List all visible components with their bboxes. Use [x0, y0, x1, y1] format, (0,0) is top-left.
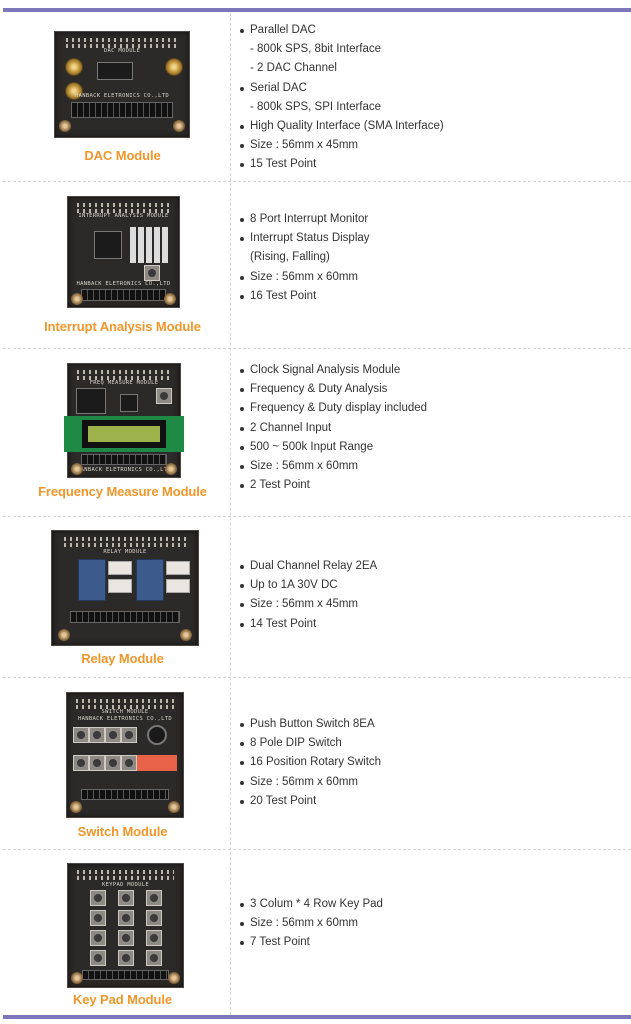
spec-item: 2 Test Point [239, 476, 427, 495]
spec-item: Size : 56mm x 60mm [239, 914, 383, 933]
module-row-interrupt-analysis: INTERRUPT ANALYSIS MODULE HANBACK ELETRO… [0, 182, 631, 348]
module-row-key-pad: KEYPAD MODULE Key Pad Module 3 Colum * 4… [0, 850, 631, 1015]
spec-item: Parallel DAC [239, 21, 444, 40]
module-title: Frequency Measure Module [38, 484, 207, 499]
spec-item: 15 Test Point [239, 155, 444, 174]
module-specs-cell: 8 Port Interrupt Monitor Interrupt Statu… [231, 182, 631, 348]
interrupt-analysis-module-board-image: INTERRUPT ANALYSIS MODULE HANBACK ELETRO… [67, 196, 180, 308]
key-pad-module-board-image: KEYPAD MODULE [67, 863, 184, 988]
spec-item: Clock Signal Analysis Module [239, 361, 427, 380]
module-specs-cell: Push Button Switch 8EA 8 Pole DIP Switch… [231, 678, 631, 849]
bottom-rule [3, 1015, 631, 1019]
spec-item: 2 Channel Input [239, 419, 427, 438]
spec-list: 3 Colum * 4 Row Key Pad Size : 56mm x 60… [239, 895, 383, 953]
row-divider [3, 181, 631, 182]
module-row-dac: DAC MODULE HANBACK ELETRONICS CO.,LTD DA… [0, 13, 631, 181]
spec-item: Frequency & Duty display included [239, 399, 427, 418]
module-specs-cell: Clock Signal Analysis Module Frequency &… [231, 349, 631, 516]
module-image-cell: KEYPAD MODULE Key Pad Module [0, 850, 230, 1015]
module-image-cell: SWITCH MODULE HANBACK ELETRONICS CO.,LTD… [0, 678, 230, 849]
module-image-cell: FREQ MEASURE MODULE HANBACK ELETRONICS C… [0, 349, 230, 516]
spec-item: Frequency & Duty Analysis [239, 380, 427, 399]
dac-module-board-image: DAC MODULE HANBACK ELETRONICS CO.,LTD [54, 31, 190, 138]
module-image-cell: RELAY MODULE Relay Module [0, 517, 230, 677]
relay-module-board-image: RELAY MODULE [51, 530, 199, 646]
module-row-switch: SWITCH MODULE HANBACK ELETRONICS CO.,LTD… [0, 678, 631, 849]
module-specs-cell: 3 Colum * 4 Row Key Pad Size : 56mm x 60… [231, 850, 631, 1015]
spec-item: 3 Colum * 4 Row Key Pad [239, 895, 383, 914]
spec-list: Dual Channel Relay 2EA Up to 1A 30V DC S… [239, 557, 377, 634]
spec-subitem: - 800k SPS, 8bit Interface [250, 43, 382, 56]
row-divider [3, 677, 631, 678]
spec-item: Size : 56mm x 60mm [239, 773, 381, 792]
spec-item: High Quality Interface (SMA Interface) [239, 117, 444, 136]
spec-list: Push Button Switch 8EA 8 Pole DIP Switch… [239, 715, 381, 811]
module-row-frequency-measure: FREQ MEASURE MODULE HANBACK ELETRONICS C… [0, 349, 631, 516]
top-rule [3, 8, 631, 12]
spec-item: Serial DAC [239, 79, 444, 98]
row-divider [3, 348, 631, 349]
spec-item: Size : 56mm x 45mm [239, 136, 444, 155]
module-title: Relay Module [81, 651, 164, 666]
module-specs-cell: Dual Channel Relay 2EA Up to 1A 30V DC S… [231, 517, 631, 677]
spec-item: Up to 1A 30V DC [239, 576, 377, 595]
spec-item: Interrupt Status Display [239, 229, 370, 248]
frequency-measure-module-board-image: FREQ MEASURE MODULE HANBACK ELETRONICS C… [64, 363, 184, 478]
spec-item: Size : 56mm x 60mm [239, 457, 427, 476]
module-title: DAC Module [84, 148, 161, 163]
module-specs-cell: Parallel DAC - 800k SPS, 8bit Interface … [231, 13, 631, 181]
module-title: Switch Module [77, 824, 168, 839]
spec-item: 7 Test Point [239, 933, 383, 952]
spec-item: 8 Port Interrupt Monitor [239, 210, 370, 229]
module-image-cell: INTERRUPT ANALYSIS MODULE HANBACK ELETRO… [0, 182, 230, 348]
module-title: Key Pad Module [72, 992, 172, 1007]
spec-list: Parallel DAC - 800k SPS, 8bit Interface … [239, 21, 444, 175]
spec-item: 16 Position Rotary Switch [239, 753, 381, 772]
spec-item: 500 ~ 500k Input Range [239, 438, 427, 457]
spec-item: 16 Test Point [239, 287, 370, 306]
spec-item: Dual Channel Relay 2EA [239, 557, 377, 576]
row-divider [3, 516, 631, 517]
switch-module-board-image: SWITCH MODULE HANBACK ELETRONICS CO.,LTD [66, 692, 184, 818]
module-title: Interrupt Analysis Module [44, 319, 201, 334]
spec-list: 8 Port Interrupt Monitor Interrupt Statu… [239, 210, 370, 306]
spec-item: 8 Pole DIP Switch [239, 734, 381, 753]
spec-item: Size : 56mm x 45mm [239, 595, 377, 614]
row-divider [3, 849, 631, 850]
spec-subitem: - 2 DAC Channel [250, 62, 337, 75]
spec-list: Clock Signal Analysis Module Frequency &… [239, 361, 427, 495]
spec-item: 20 Test Point [239, 792, 381, 811]
column-divider [230, 13, 231, 1015]
spec-item: 14 Test Point [239, 615, 377, 634]
spec-item: Size : 56mm x 60mm [239, 268, 370, 287]
spec-subitem: (Rising, Falling) [250, 251, 330, 264]
spec-item: Push Button Switch 8EA [239, 715, 381, 734]
module-row-relay: RELAY MODULE Relay Module Dual Channel R… [0, 517, 631, 677]
spec-subitem: - 800k SPS, SPI Interface [250, 100, 382, 113]
module-image-cell: DAC MODULE HANBACK ELETRONICS CO.,LTD DA… [0, 13, 230, 181]
